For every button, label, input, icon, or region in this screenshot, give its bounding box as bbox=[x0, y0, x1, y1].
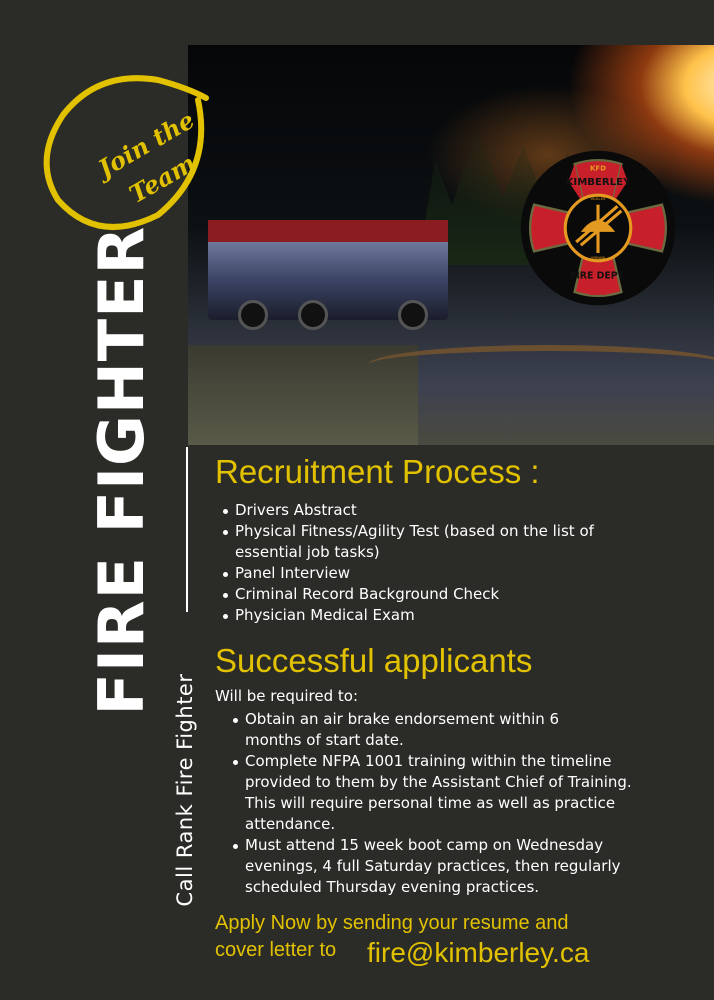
apply-text-line2: cover letter to bbox=[215, 939, 337, 961]
list-item: Criminal Record Background Check bbox=[221, 584, 621, 605]
email-link[interactable]: fire@kimberley.ca bbox=[367, 937, 590, 968]
list-item: Drivers Abstract bbox=[221, 500, 621, 521]
requirements-intro: Will be required to: bbox=[215, 687, 359, 705]
list-item: Must attend 15 week boot camp on Wednesd… bbox=[231, 835, 651, 898]
fire-truck bbox=[208, 220, 448, 330]
requirements-list: Obtain an air brake endorsement within 6… bbox=[231, 709, 651, 898]
kimberley-fire-dept-logo: KFD KIMBERLEY VIGILES URBANI FIRE DEPT. … bbox=[520, 150, 676, 306]
svg-text:FIRE DEPT.: FIRE DEPT. bbox=[570, 271, 626, 282]
successful-heading: Successful applicants bbox=[215, 642, 533, 679]
svg-text:EST: EST bbox=[595, 286, 601, 290]
call-rank-subtitle: Call Rank Fire Fighter bbox=[173, 673, 197, 907]
svg-text:VIGILES: VIGILES bbox=[590, 196, 606, 201]
fire-truck-photo: KFD KIMBERLEY VIGILES URBANI FIRE DEPT. … bbox=[188, 45, 714, 445]
divider bbox=[186, 447, 188, 612]
recruitment-list: Drivers Abstract Physical Fitness/Agilit… bbox=[221, 500, 621, 626]
list-item: Physical Fitness/Agility Test (based on … bbox=[221, 521, 621, 563]
svg-text:KIMBERLEY: KIMBERLEY bbox=[566, 177, 631, 188]
svg-text:URBANI: URBANI bbox=[591, 255, 606, 260]
join-the-team-badge: Join the Team bbox=[38, 70, 209, 235]
list-item: Complete NFPA 1001 training within the t… bbox=[231, 751, 651, 835]
list-item: Panel Interview bbox=[221, 563, 621, 584]
hose bbox=[368, 345, 714, 385]
svg-text:KFD: KFD bbox=[590, 163, 606, 172]
fire-fighter-title: FIRE FIGHTER bbox=[85, 225, 158, 716]
list-item: Obtain an air brake endorsement within 6… bbox=[231, 709, 601, 751]
list-item: Physician Medical Exam bbox=[221, 605, 621, 626]
apply-text-line1: Apply Now by sending your resume and bbox=[215, 912, 569, 934]
recruitment-heading: Recruitment Process : bbox=[215, 453, 540, 490]
svg-text:1952: 1952 bbox=[589, 290, 606, 297]
